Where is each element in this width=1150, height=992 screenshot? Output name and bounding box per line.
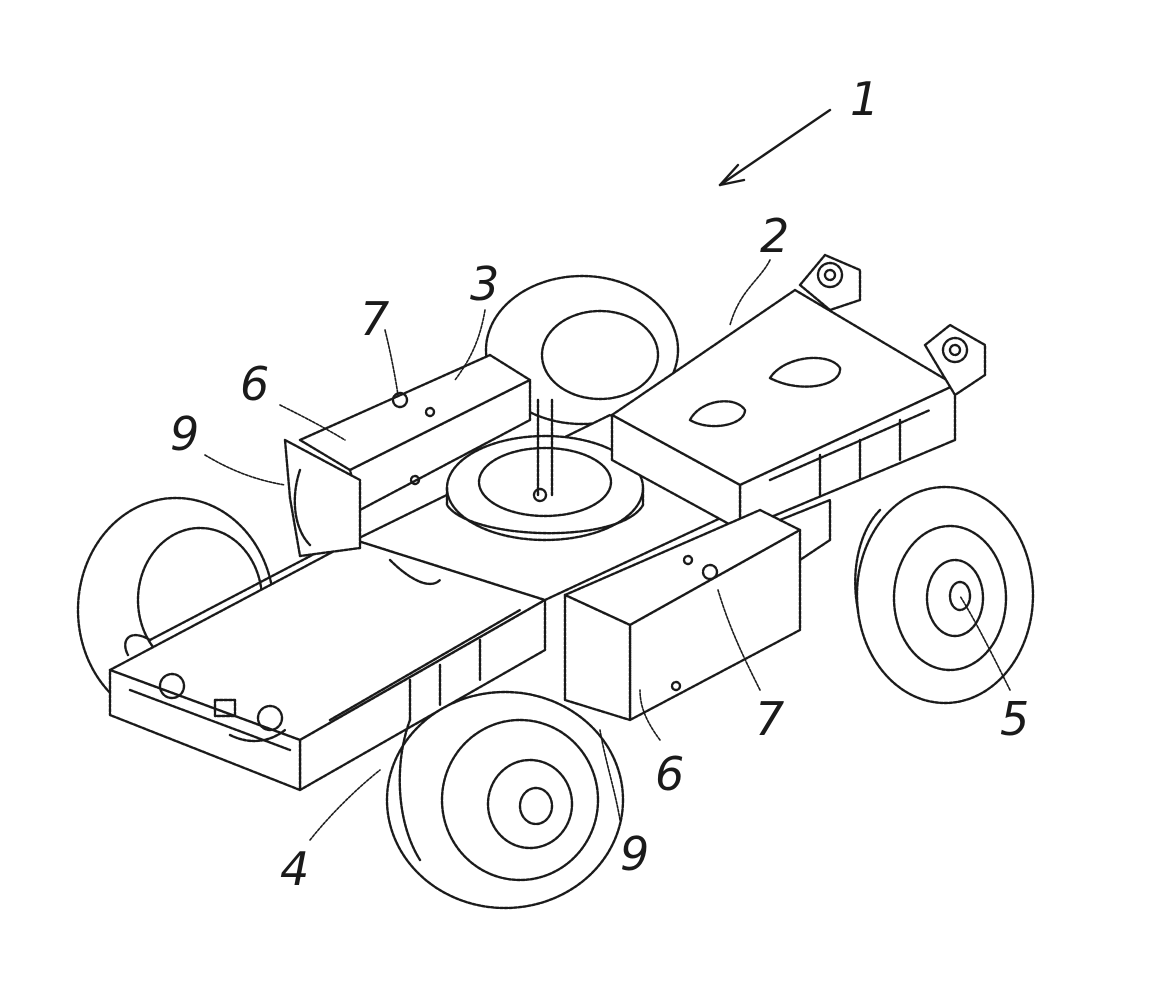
- wheel-front-left: [387, 692, 623, 908]
- wheel-front-right: [855, 487, 1033, 703]
- label-5: 5: [1000, 692, 1029, 746]
- label-6-right: 6: [655, 747, 684, 801]
- label-9-front: 9: [620, 827, 649, 881]
- label-7-left: 7: [360, 292, 389, 346]
- label-9-left: 9: [170, 407, 199, 461]
- label-3: 3: [470, 257, 499, 311]
- label-4: 4: [280, 842, 309, 896]
- label-7-right: 7: [755, 692, 784, 746]
- label-6-left: 6: [240, 357, 269, 411]
- label-2: 2: [760, 209, 789, 263]
- label-1: 1: [850, 72, 879, 126]
